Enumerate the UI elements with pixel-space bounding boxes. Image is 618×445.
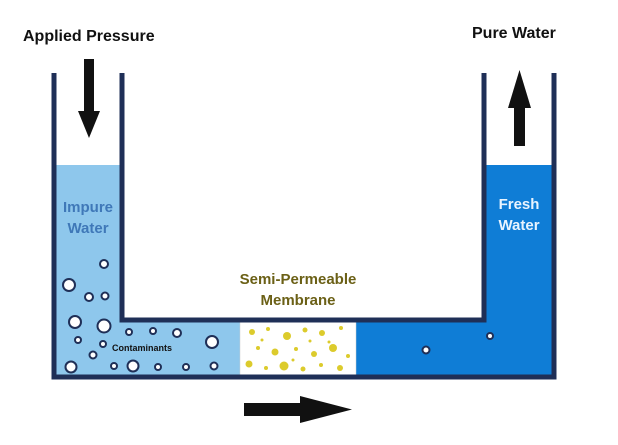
contaminants-label: Contaminants (112, 343, 173, 353)
arrow-down-icon (78, 59, 100, 138)
contaminant-particles (62, 259, 494, 374)
arrow-right-icon (244, 396, 352, 423)
applied-pressure-label: Applied Pressure (23, 28, 155, 45)
membrane-label-line2: Membrane (260, 292, 336, 309)
fresh-water-label-line1: Fresh (498, 196, 540, 213)
membrane-label: Semi-Permeable Membrane (220, 269, 376, 311)
impure-water-label: Impure Water (54, 197, 122, 239)
fresh-water-label: Fresh Water (484, 194, 554, 236)
impure-water-label-line1: Impure (62, 199, 113, 216)
arrow-up-icon (508, 70, 531, 146)
tank-wall (51, 73, 557, 380)
pure-water-label: Pure Water (472, 25, 556, 42)
impure-water-column (54, 165, 122, 377)
impure-water-channel (122, 320, 240, 377)
fresh-water-label-line2: Water (498, 217, 540, 234)
fresh-water-channel (356, 320, 484, 377)
membrane-label-line1: Semi-Permeable (239, 271, 357, 288)
membrane-pores (245, 326, 350, 372)
fresh-water-column (484, 165, 554, 377)
impure-water-label-line2: Water (67, 220, 109, 237)
